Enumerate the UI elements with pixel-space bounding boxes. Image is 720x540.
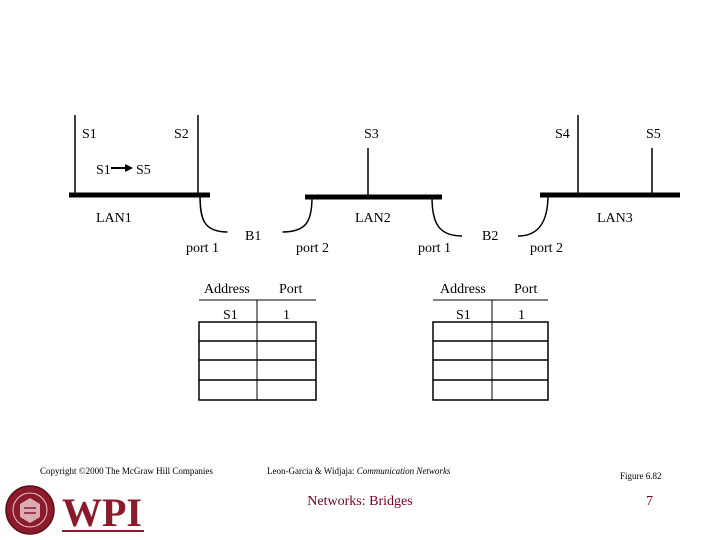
bridge-b2-port1-link [431, 196, 463, 237]
bridge-b2-port2-label: port 2 [530, 241, 563, 256]
bridge-b1-forwarding-table: Address Port S1 1 [198, 282, 317, 401]
bridge-b2-forwarding-table: Address Port S1 1 [432, 282, 549, 401]
b2-table-row-address: S1 [456, 308, 471, 323]
bridge-b1-port2-link [281, 196, 313, 233]
page-number: 7 [646, 494, 653, 509]
figure-number: Figure 6.82 [620, 471, 662, 481]
b1-table-row-address: S1 [223, 308, 238, 323]
bridge-b1-box [227, 217, 283, 251]
wpi-logo-text: WPI [62, 490, 142, 535]
b1-table-header-address: Address [204, 282, 250, 297]
bridge-b1-port1-link [199, 194, 229, 233]
station-s2-label: S2 [174, 127, 189, 142]
lan3-label: LAN3 [597, 211, 633, 226]
b1-table-row-port: 1 [283, 308, 290, 323]
bridge-b1-label: B1 [245, 229, 261, 244]
lan2-label: LAN2 [355, 211, 391, 226]
b2-table-header-address: Address [440, 282, 486, 297]
slide-title: Networks: Bridges [307, 494, 413, 509]
frame-arrowhead-icon [125, 164, 133, 172]
bridge-b2-port2-link [517, 194, 549, 237]
citation-book-title: Communication Networks [356, 466, 451, 476]
station-s5-label: S5 [646, 127, 661, 142]
b2-table-header-port: Port [514, 282, 537, 297]
bridge-b2-label: B2 [482, 229, 498, 244]
b1-table-header-port: Port [279, 282, 302, 297]
book-citation: Leon-Garcia & Widjaja: Communication Net… [267, 466, 450, 476]
station-s3-label: S3 [364, 127, 379, 142]
bridge-b2-port1-label: port 1 [418, 241, 451, 256]
frame-destination-label: S5 [136, 163, 151, 178]
wpi-logo: WPI [5, 485, 144, 535]
copyright-notice: Copyright ©2000 The McGraw Hill Companie… [40, 466, 213, 476]
citation-authors: Leon-Garcia & Widjaja: [267, 466, 355, 476]
b2-table-row-port: 1 [518, 308, 525, 323]
bridge-b1-port1-label: port 1 [186, 241, 219, 256]
station-s4-label: S4 [555, 127, 570, 142]
lan1-label: LAN1 [96, 211, 132, 226]
frame-source-label: S1 [96, 163, 111, 178]
station-s1-label: S1 [82, 127, 97, 142]
bridge-b1-port2-label: port 2 [296, 241, 329, 256]
